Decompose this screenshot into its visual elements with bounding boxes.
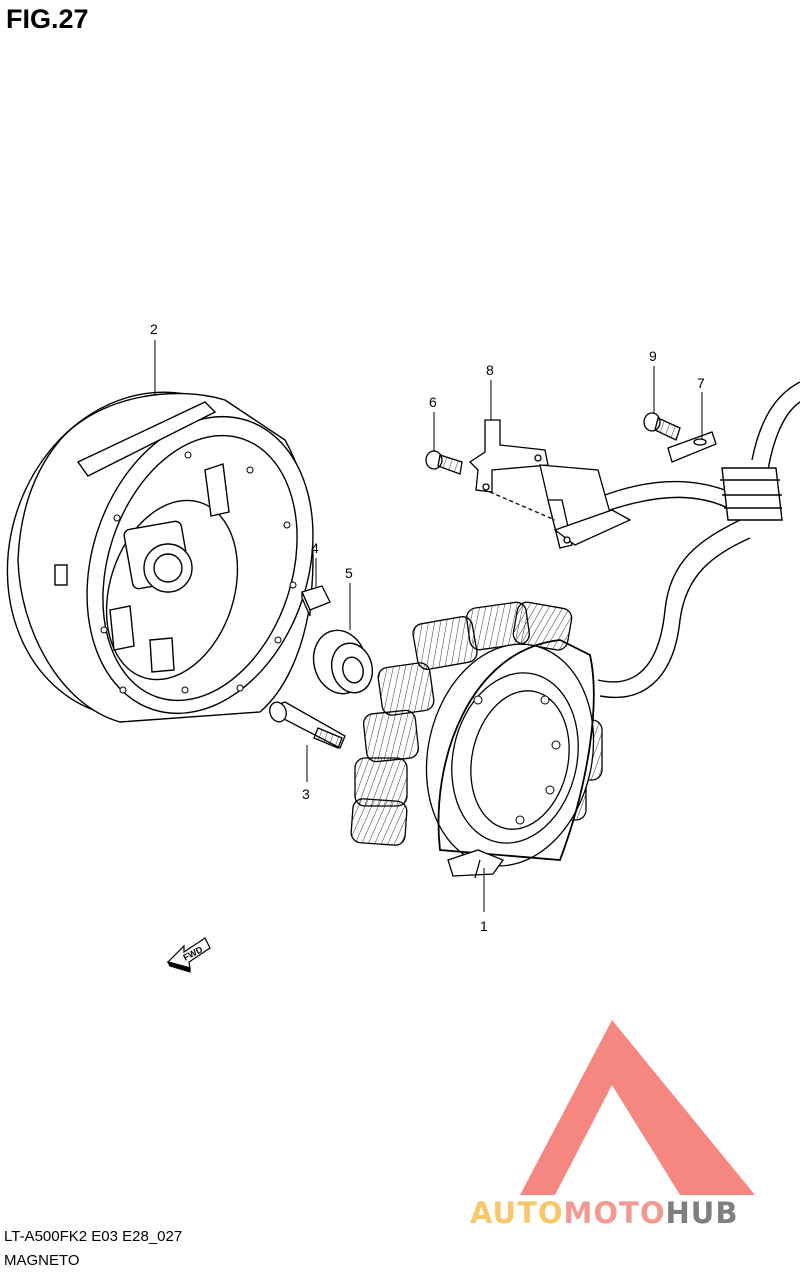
callout-6: 6 bbox=[429, 394, 437, 410]
callout-8: 8 bbox=[486, 362, 494, 378]
callout-leaders bbox=[154, 340, 703, 912]
callout-2: 2 bbox=[150, 321, 158, 337]
watermark-part1: AUTO bbox=[470, 1196, 564, 1230]
watermark-logo bbox=[520, 1020, 755, 1195]
washer bbox=[312, 629, 374, 695]
callout-1: 1 bbox=[480, 918, 488, 934]
callout-4: 4 bbox=[311, 540, 319, 556]
stator bbox=[350, 601, 603, 879]
fwd-direction-arrow bbox=[166, 937, 211, 973]
bracket-bolt bbox=[425, 450, 463, 475]
flywheel-bolt bbox=[268, 701, 346, 749]
figure-title: FIG.27 bbox=[6, 4, 89, 34]
wire-harness bbox=[597, 381, 800, 699]
flywheel-rotor bbox=[6, 391, 314, 723]
callout-5: 5 bbox=[345, 565, 353, 581]
callout-3: 3 bbox=[302, 786, 310, 802]
watermark-wordmark: AUTOMOTOHUB bbox=[470, 1196, 738, 1230]
wire-clamp bbox=[667, 431, 717, 463]
clamp-screw bbox=[643, 412, 681, 441]
harness-bracket bbox=[468, 419, 632, 549]
model-code-caption: LT-A500FK2 E03 E28_027 bbox=[4, 1228, 183, 1245]
callout-9: 9 bbox=[649, 348, 657, 364]
callout-7: 7 bbox=[697, 375, 705, 391]
watermark-part3: HUB bbox=[665, 1196, 739, 1230]
section-name-caption: MAGNETO bbox=[4, 1252, 80, 1269]
watermark-part2: MOTO bbox=[563, 1196, 666, 1230]
woodruff-key bbox=[301, 585, 331, 617]
